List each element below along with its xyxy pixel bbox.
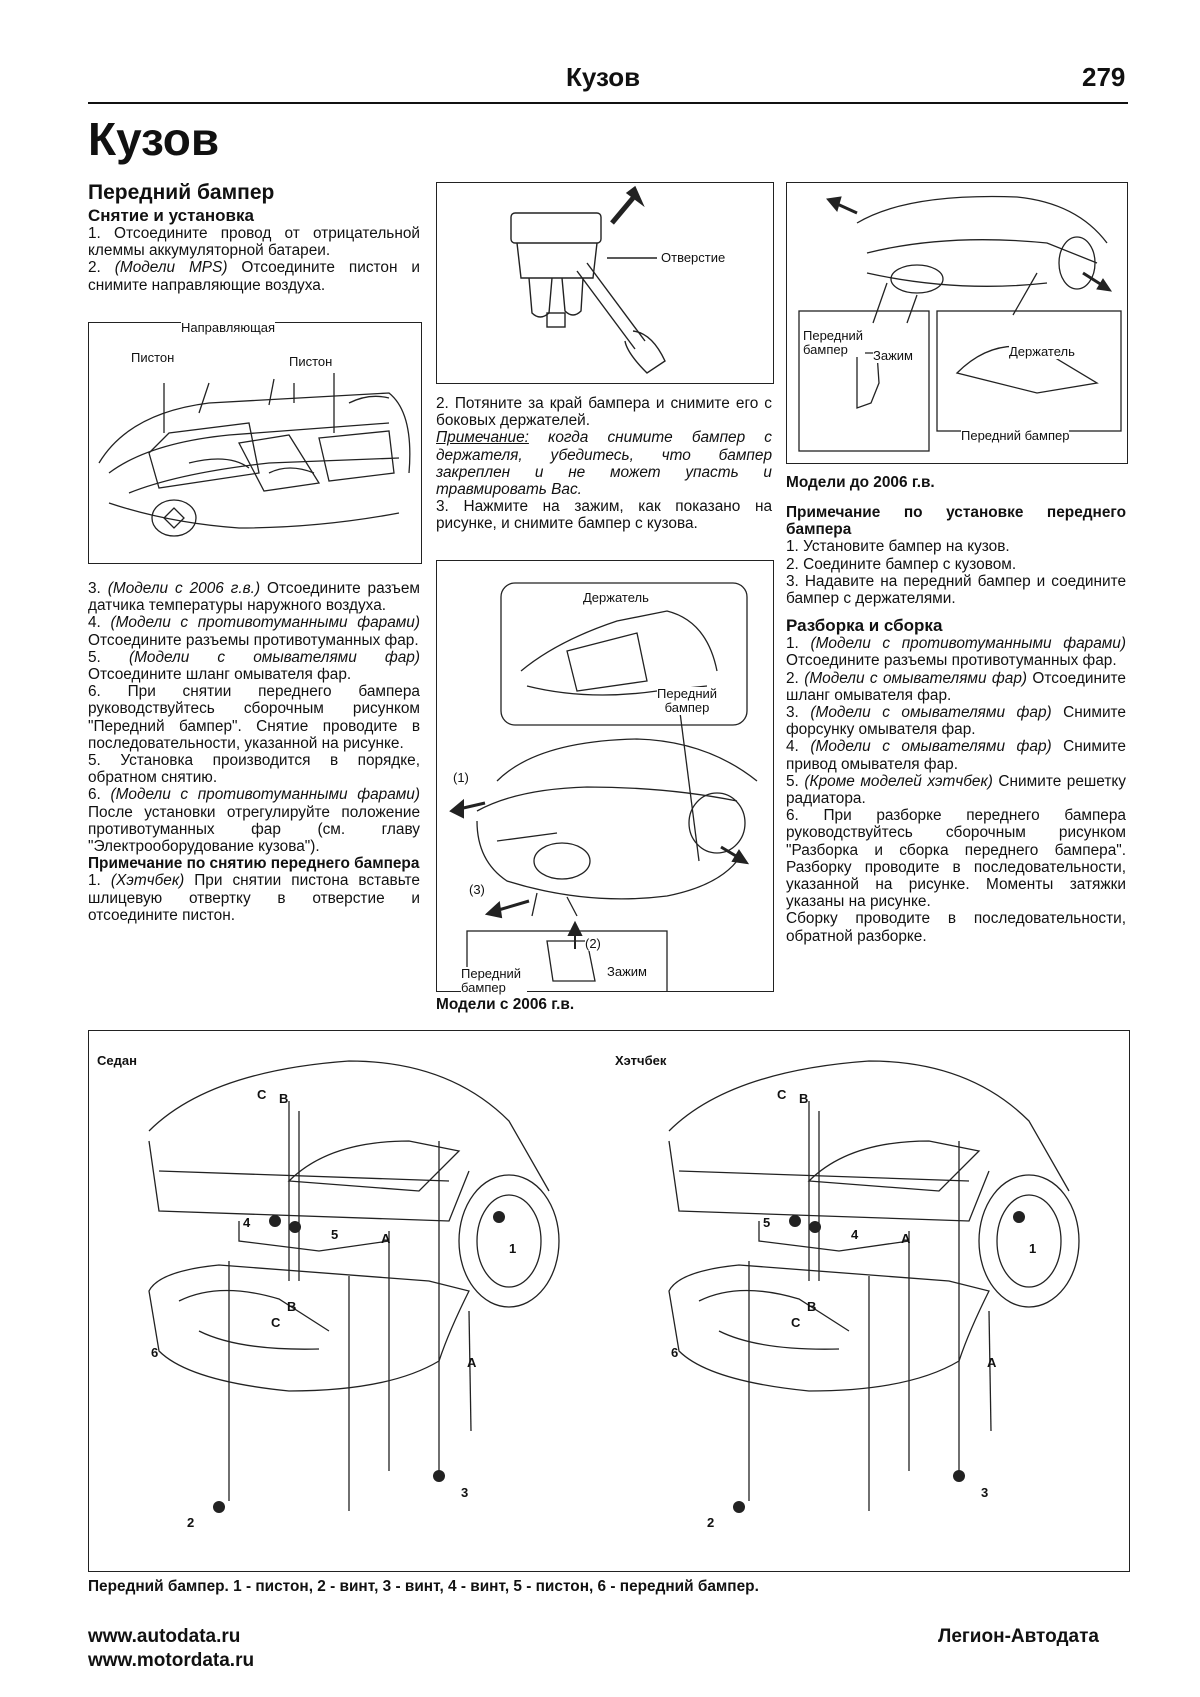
callout-right-2: 2 <box>707 1515 715 1530</box>
assembly-drawing <box>148 1060 1080 1513</box>
figure-models-pre-2006: Передний бампер Зажим Держатель Передний… <box>786 182 1128 464</box>
label-hole: Отверстие <box>661 250 726 265</box>
label-guide: Направляющая <box>181 320 276 335</box>
callout-left-a-top: A <box>381 1231 391 1246</box>
step-7: 5. Установка производится в порядке, обр… <box>88 752 420 787</box>
caption-assembly: Передний бампер. 1 - пистон, 2 - винт, 3… <box>88 1578 759 1595</box>
col2-note: Примечание: когда снимите бампер с держа… <box>436 429 772 499</box>
label-holder: Держатель <box>583 590 649 605</box>
caption-models-2006: Модели с 2006 г.в. <box>436 996 575 1013</box>
callout-left-c-bottom: C <box>271 1315 281 1330</box>
disassembly-2: 2. (Модели с омывателями фар) Отсоединит… <box>786 669 1126 704</box>
disassembly-7: Сборку проводите в последовательности, о… <box>786 910 1126 945</box>
callout-left-3: 3 <box>461 1485 469 1500</box>
step-6: 6. При снятии переднего бампера руководс… <box>88 683 420 752</box>
callout-right-c-top: C <box>777 1087 787 1102</box>
callout-2: (2) <box>585 936 601 951</box>
caption-models-pre-2006: Модели до 2006 г.в. <box>786 474 935 491</box>
pre-label-clip: Зажим <box>873 348 913 363</box>
removal-note-1: 1. (Хэтчбек) При снятии пистона вставьте… <box>88 872 420 924</box>
disassembly-4: 4. (Модели с омывателями фар) Снимите пр… <box>786 738 1126 773</box>
label-hatchback: Хэтчбек <box>615 1053 667 1068</box>
disassembly-3: 3. (Модели с омывателями фар) Снимите фо… <box>786 704 1126 739</box>
subsection-title: Снятие и установка <box>88 206 254 225</box>
footer-publisher: Легион-Автодата <box>938 1626 1099 1647</box>
install-note-title: Примечание по установке переднего бампер… <box>786 504 1126 539</box>
callout-left-c-top: C <box>257 1087 267 1102</box>
install-1: 1. Установите бампер на кузов. <box>786 538 1010 556</box>
column-2-text: 2. Потяните за край бампера и снимите ег… <box>436 395 772 533</box>
callout-left-4: 4 <box>243 1215 251 1230</box>
callout-right-a-bottom: A <box>987 1355 997 1370</box>
callout-right-3: 3 <box>981 1485 989 1500</box>
section-title: Передний бампер <box>88 181 275 204</box>
col2-step-3: 3. Нажмите на зажим, как показано на рис… <box>436 498 772 533</box>
callout-right-4: 4 <box>851 1227 859 1242</box>
pre-label-front-bumper: Передний бампер <box>803 328 865 357</box>
callout-left-b-top: B <box>279 1091 289 1106</box>
callout-left-6: 6 <box>151 1345 159 1360</box>
footer-url-motordata[interactable]: www.motordata.ru <box>88 1650 255 1671</box>
callout-right-b-top: B <box>799 1091 809 1106</box>
callout-right-1: 1 <box>1029 1241 1037 1256</box>
step-5: 5. (Модели с омывателями фар) Отсоединит… <box>88 648 420 684</box>
step-3: 3. (Модели с 2006 г.в.) Отсоедините разъ… <box>88 580 420 615</box>
piston-drawing <box>510 185 666 374</box>
install-3: 3. Надавите на передний бампер и соедини… <box>786 572 1126 608</box>
pre-label-front-bumper-2: Передний бампер <box>961 428 1070 443</box>
step-8: 6. (Модели с противотуманными фарами) По… <box>88 786 420 856</box>
figure-engine-bay: Направляющая Пистон Пистон <box>88 320 422 564</box>
disassembly-title: Разборка и сборка <box>786 616 943 636</box>
figure-bumper-assembly: Седан Хэтчбек C B A 4 5 1 B C 6 A 3 2 C … <box>88 1030 1130 1572</box>
callout-3: (3) <box>469 882 485 897</box>
step-2: 2. (Модели MPS) Отсоедините пистон и сни… <box>88 259 420 294</box>
callout-1: (1) <box>453 770 469 785</box>
label-clip: Зажим <box>607 964 647 979</box>
step-4: 4. (Модели с противотуманными фарами) От… <box>88 614 420 649</box>
callout-right-b-bottom: B <box>807 1299 817 1314</box>
engine-bay-drawing <box>98 373 411 537</box>
disassembly-1: 1. (Модели с противотуманными фарами) От… <box>786 635 1126 670</box>
chapter-title: Кузов <box>88 113 220 165</box>
callout-left-2: 2 <box>187 1515 195 1530</box>
column-1-top: Передний бампер Снятие и установка 1. От… <box>88 180 420 294</box>
callout-left-1: 1 <box>509 1241 517 1256</box>
label-piston-right: Пистон <box>289 354 333 369</box>
column-3-text: Примечание по установке переднего бампер… <box>786 504 1126 945</box>
install-2: 2. Соедините бампер с кузовом. <box>786 555 1017 573</box>
running-title: Кузов <box>566 62 641 92</box>
footer-url-autodata[interactable]: www.autodata.ru <box>88 1626 241 1647</box>
callout-right-c-bottom: C <box>791 1315 801 1330</box>
callout-left-a-bottom: A <box>467 1355 477 1370</box>
column-1-bottom: 3. (Модели с 2006 г.в.) Отсоедините разъ… <box>88 580 420 924</box>
disassembly-6: 6. При разборке переднего бампера руково… <box>786 807 1126 911</box>
col2-step-2: 2. Потяните за край бампера и снимите ег… <box>436 395 772 430</box>
label-piston-left: Пистон <box>131 350 175 365</box>
pre-2006-drawing <box>798 195 1122 452</box>
page-number: 279 <box>1082 62 1126 92</box>
label-sedan: Седан <box>97 1053 137 1068</box>
callout-right-5: 5 <box>763 1215 771 1230</box>
callout-left-b-bottom: B <box>287 1299 297 1314</box>
label-front-bumper-2: Передний бампер <box>461 967 527 995</box>
figure-models-2006: Держатель Передний бампер (1) (3) (2) За… <box>436 560 774 995</box>
removal-note-title: Примечание по снятию переднего бампера <box>88 855 420 873</box>
step-1: 1. Отсоедините провод от отрицательной к… <box>88 225 420 260</box>
header-rule <box>88 102 1128 104</box>
label-front-bumper: Передний бампер <box>657 686 718 715</box>
disassembly-5: 5. (Кроме моделей хэтчбек) Снимите решет… <box>786 772 1126 808</box>
bumper-removal-drawing <box>449 582 758 991</box>
figure-piston-hole: Отверстие <box>436 182 774 384</box>
pre-label-holder: Держатель <box>1009 344 1075 359</box>
callout-right-a-top: A <box>901 1231 911 1246</box>
callout-left-5: 5 <box>331 1227 339 1242</box>
callout-right-6: 6 <box>671 1345 679 1360</box>
